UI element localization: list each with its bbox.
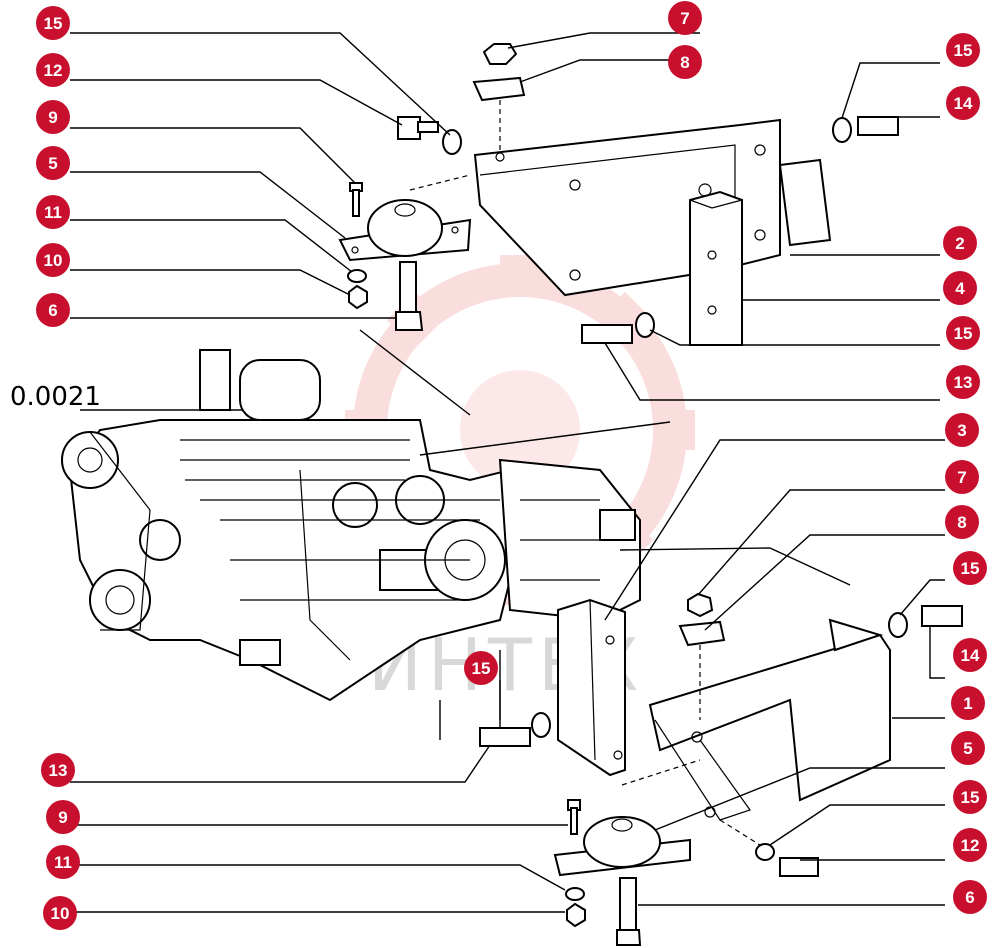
callout-14: 14 [946, 86, 980, 120]
svg-text:15: 15 [472, 659, 491, 678]
svg-text:5: 5 [963, 739, 972, 758]
svg-text:13: 13 [49, 761, 68, 780]
callout-6: 6 [36, 293, 70, 327]
callout-11: 11 [36, 195, 70, 229]
svg-text:15: 15 [954, 41, 973, 60]
callout-8: 8 [945, 505, 979, 539]
svg-text:10: 10 [44, 251, 63, 270]
svg-text:3: 3 [957, 421, 966, 440]
callout-15: 15 [953, 780, 987, 814]
callout-7: 7 [668, 1, 702, 35]
svg-text:13: 13 [954, 373, 973, 392]
svg-text:7: 7 [957, 468, 966, 487]
callout-2: 2 [943, 226, 977, 260]
callout-10: 10 [43, 896, 77, 930]
callout-8: 8 [668, 45, 702, 79]
upper-rubber-mount [338, 199, 472, 262]
svg-text:5: 5 [48, 154, 57, 173]
svg-text:15: 15 [44, 14, 63, 33]
upper-spacer-block [689, 190, 743, 346]
callout-4: 4 [943, 271, 977, 305]
svg-text:10: 10 [51, 904, 70, 923]
svg-text:4: 4 [955, 279, 965, 298]
callout-9: 9 [36, 100, 70, 134]
svg-text:6: 6 [965, 888, 974, 907]
svg-text:8: 8 [957, 513, 966, 532]
callout-10: 10 [36, 243, 70, 277]
callout-15: 15 [946, 33, 980, 67]
svg-text:7: 7 [680, 9, 689, 28]
svg-text:14: 14 [961, 646, 980, 665]
leader-engine-to-bracket [419, 421, 671, 456]
lower-spacer-block [557, 598, 626, 777]
svg-text:12: 12 [961, 836, 980, 855]
svg-text:2: 2 [955, 234, 964, 253]
lower-mounting-bracket [648, 618, 891, 821]
callout-9: 9 [46, 800, 80, 834]
callout-15: 15 [946, 316, 980, 350]
callout-11: 11 [46, 845, 80, 879]
svg-text:9: 9 [48, 108, 57, 127]
svg-text:12: 12 [44, 61, 63, 80]
callout-5: 5 [951, 731, 985, 765]
callout-12: 12 [953, 828, 987, 862]
svg-text:15: 15 [954, 324, 973, 343]
svg-text:9: 9 [58, 808, 67, 827]
svg-text:11: 11 [54, 853, 72, 872]
upper-fasteners [347, 43, 899, 344]
svg-text:14: 14 [954, 94, 973, 113]
svg-text:1: 1 [963, 694, 972, 713]
callout-13: 13 [41, 753, 75, 787]
callout-12: 12 [36, 53, 70, 87]
reference-code: 0.0021 [10, 382, 101, 412]
leader-engine-upper [359, 329, 471, 416]
callout-1: 1 [951, 686, 985, 720]
callout-13: 13 [946, 365, 980, 399]
svg-text:8: 8 [680, 53, 689, 72]
svg-text:15: 15 [961, 788, 980, 807]
lower-rubber-mount [553, 816, 691, 877]
callout-3: 3 [945, 413, 979, 447]
svg-text:6: 6 [48, 301, 57, 320]
callout-15: 15 [36, 6, 70, 40]
lower-fasteners [479, 592, 963, 946]
leader-engine-right [619, 547, 771, 551]
callout-7: 7 [945, 460, 979, 494]
callout-15: 15 [464, 651, 498, 685]
callout-15: 15 [953, 551, 987, 585]
svg-text:11: 11 [44, 203, 62, 222]
callout-14: 14 [953, 638, 987, 672]
callout-5: 5 [36, 146, 70, 180]
engine-block-drawing [61, 349, 641, 702]
callout-6: 6 [953, 880, 987, 914]
leader-engine-right-b [769, 547, 851, 586]
leader-lines [70, 32, 945, 913]
svg-text:15: 15 [961, 559, 980, 578]
